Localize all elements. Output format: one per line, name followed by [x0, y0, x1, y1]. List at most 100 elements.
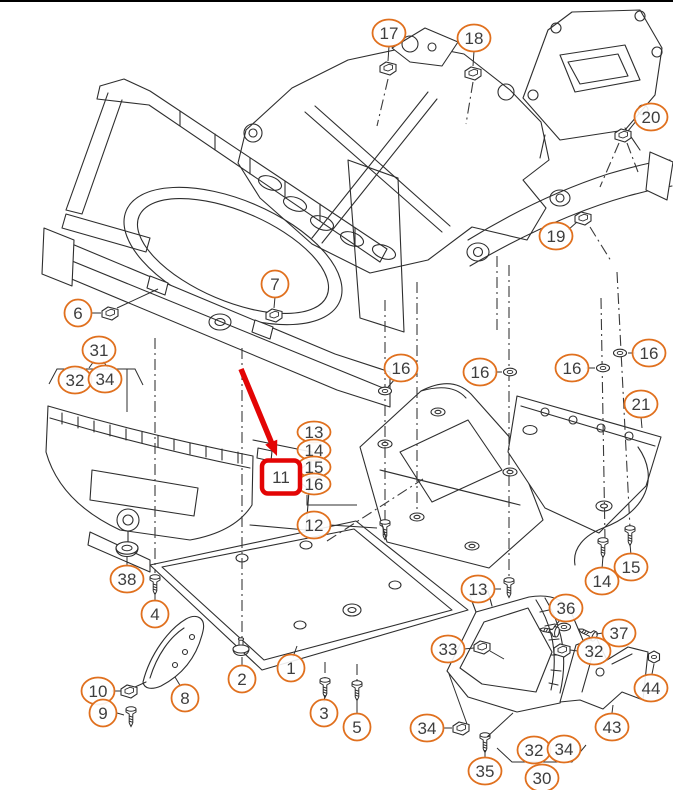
callout-38[interactable]: 38	[109, 564, 145, 594]
callout-circle	[430, 634, 466, 664]
callout-circle	[613, 552, 649, 582]
callout-3[interactable]: 3	[309, 698, 339, 728]
screw-icon	[503, 577, 515, 598]
clip-icon	[101, 306, 119, 321]
callout-34[interactable]: 34	[87, 364, 123, 394]
callout-number: 14	[305, 441, 324, 460]
callout-number: 16	[640, 344, 659, 363]
callout-7[interactable]: 7	[260, 269, 290, 299]
callout-number: 19	[547, 227, 566, 246]
callout-number: 14	[593, 572, 612, 591]
callout-circle	[462, 357, 498, 387]
callout-number: 15	[305, 458, 324, 477]
callout-circle	[109, 564, 145, 594]
callout-16[interactable]: 16	[462, 357, 498, 387]
screw-icon	[149, 574, 161, 595]
callout-circle	[63, 298, 93, 328]
callout-32[interactable]: 32	[576, 636, 612, 666]
callout-15[interactable]: 15	[613, 552, 649, 582]
washer-icon	[377, 386, 393, 396]
bumper-reinforcement-drawing	[41, 227, 391, 408]
clip-nut-icon	[553, 643, 571, 658]
callout-circle	[623, 389, 659, 419]
callout-16[interactable]: 16	[296, 472, 332, 496]
callout-number: 34	[96, 370, 115, 389]
callout-17[interactable]: 17	[371, 18, 407, 48]
callout-32[interactable]: 32	[516, 735, 552, 765]
callout-circle	[342, 712, 372, 742]
callout-10[interactable]: 10	[80, 676, 116, 706]
callout-44[interactable]: 44	[633, 673, 669, 703]
callout-number: 21	[632, 395, 651, 414]
callout-number: 2	[237, 670, 246, 689]
callout-number: 9	[98, 704, 107, 723]
callout-14[interactable]: 14	[584, 566, 620, 596]
callout-32[interactable]: 32	[57, 365, 93, 395]
callout-number: 16	[563, 359, 582, 378]
callout-number: 38	[118, 570, 137, 589]
clip-icon	[574, 211, 592, 226]
callout-circle	[371, 18, 407, 48]
callout-number: 10	[89, 682, 108, 701]
callout-16[interactable]: 16	[554, 353, 590, 383]
callout-number: 32	[525, 741, 544, 760]
callout-6[interactable]: 6	[63, 298, 93, 328]
callout-1[interactable]: 1	[276, 653, 306, 683]
callout-number: 44	[642, 679, 661, 698]
callout-number: 5	[352, 718, 361, 737]
callout-43[interactable]: 43	[594, 712, 630, 742]
callout-number: 13	[469, 580, 488, 599]
callout-16[interactable]: 16	[631, 338, 667, 368]
callout-circle	[276, 653, 306, 683]
callout-36[interactable]: 36	[548, 593, 584, 623]
callout-circle	[460, 574, 496, 604]
callout-number: 12	[305, 516, 324, 535]
callout-18[interactable]: 18	[456, 23, 492, 53]
callout-number: 16	[305, 475, 324, 494]
callout-20[interactable]: 20	[633, 102, 669, 132]
callout-34[interactable]: 34	[409, 713, 445, 743]
screw-icon	[624, 525, 636, 546]
washer-icon	[502, 367, 518, 377]
callout-5[interactable]: 5	[342, 712, 372, 742]
callout-circle	[467, 756, 503, 786]
callout-2[interactable]: 2	[227, 664, 257, 694]
subframe-drawing	[237, 27, 550, 274]
callout-19[interactable]: 19	[538, 221, 574, 251]
callout-34[interactable]: 34	[546, 734, 582, 764]
callout-number: 15	[622, 558, 641, 577]
callout-4[interactable]: 4	[140, 599, 170, 629]
callout-number: 16	[471, 363, 490, 382]
callout-circle	[546, 734, 582, 764]
callout-circle	[456, 23, 492, 53]
clip-icon	[120, 684, 138, 699]
callout-30[interactable]: 30	[524, 763, 560, 790]
callout-circle	[633, 673, 669, 703]
callout-8[interactable]: 8	[170, 683, 200, 713]
callout-37[interactable]: 37	[601, 618, 637, 648]
callout-33[interactable]: 33	[430, 634, 466, 664]
callout-11[interactable]: 11	[259, 458, 303, 496]
grommet-icon	[115, 541, 139, 558]
callout-35[interactable]: 35	[467, 756, 503, 786]
callout-13[interactable]: 13	[296, 420, 332, 444]
callout-number: 34	[418, 719, 437, 738]
callout-circle	[538, 221, 574, 251]
side-cover-drawing	[507, 395, 662, 566]
callout-9[interactable]: 9	[88, 698, 118, 728]
callout-31[interactable]: 31	[81, 335, 117, 365]
callout-number: 17	[380, 24, 399, 43]
callout-circle	[594, 712, 630, 742]
callout-21[interactable]: 21	[623, 389, 659, 419]
callout-12[interactable]: 12	[296, 510, 332, 540]
washer-icon	[595, 363, 611, 373]
callout-16[interactable]: 16	[383, 353, 419, 383]
clip-icon	[473, 640, 491, 655]
callout-number: 34	[555, 740, 574, 759]
callout-circle	[296, 510, 332, 540]
callout-13[interactable]: 13	[460, 574, 496, 604]
callout-circle	[409, 713, 445, 743]
callout-circle	[88, 698, 118, 728]
highlight-box	[259, 458, 303, 496]
